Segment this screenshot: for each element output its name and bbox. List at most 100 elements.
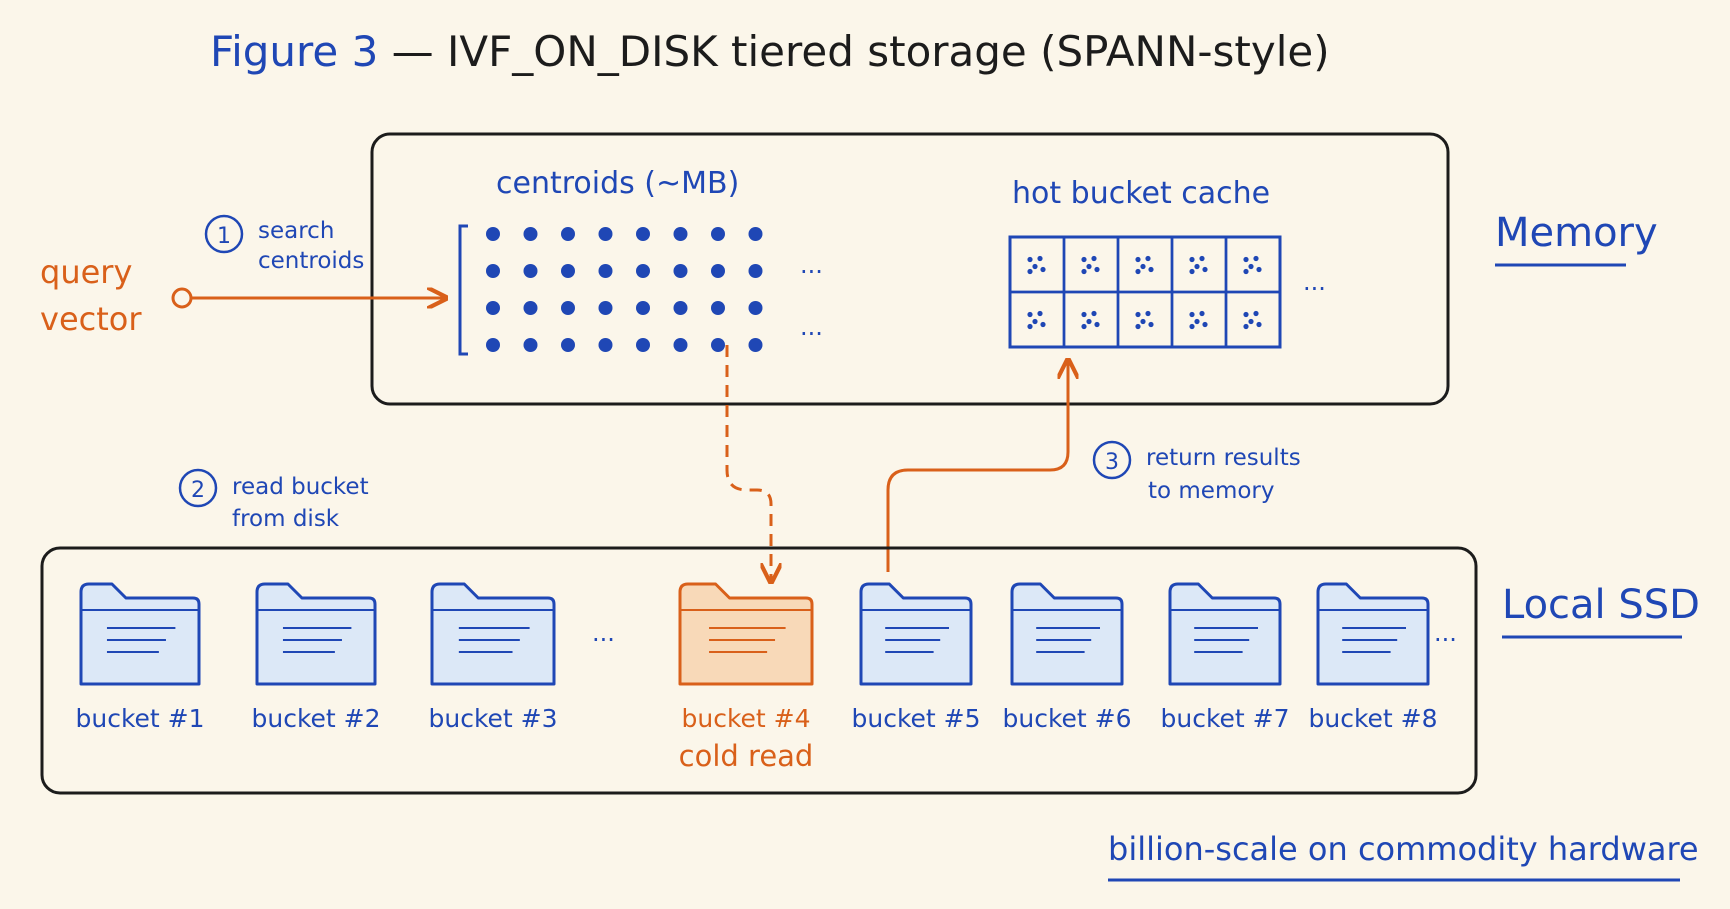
centroid-dot xyxy=(523,264,538,278)
title-text: IVF_ON_DISK tiered storage (SPANN-style) xyxy=(447,27,1330,76)
centroid-dot xyxy=(673,301,688,315)
cache-cell-point xyxy=(1081,268,1087,275)
cache-cell-point xyxy=(1148,321,1154,328)
centroid-dot xyxy=(486,338,500,352)
step-3-line2: to memory xyxy=(1148,478,1275,504)
ssd-label: Local SSD xyxy=(1502,582,1700,628)
cache-cell-point xyxy=(1040,321,1046,328)
centroid-dot xyxy=(636,227,650,241)
bucket-label: bucket #6 xyxy=(1002,704,1131,733)
cache-cell-point xyxy=(1135,323,1141,330)
cache-cell-point xyxy=(1140,263,1146,270)
centroid-dot xyxy=(636,301,650,315)
bucket-label: bucket #2 xyxy=(251,704,380,733)
cache-cell-point xyxy=(1256,321,1262,328)
step-2-line1: read bucket xyxy=(232,474,369,500)
step-1-line1: search xyxy=(258,218,334,244)
folder-icon xyxy=(1168,582,1282,686)
query-label-line1: query xyxy=(40,253,132,291)
centroids-ellipsis-top: ··· xyxy=(800,258,823,286)
cache-cell-point xyxy=(1037,255,1043,262)
buckets-ellipsis-end: ··· xyxy=(1434,626,1457,654)
centroid-dot xyxy=(598,301,613,315)
bucket-sublabel: cold read xyxy=(679,739,814,773)
cache-ellipsis: ··· xyxy=(1303,275,1326,303)
bucket-1: bucket #1 xyxy=(75,582,205,733)
cache-cell xyxy=(1008,290,1066,349)
cache-cell-point xyxy=(1243,256,1249,263)
centroid-grid xyxy=(486,227,763,352)
centroid-dot xyxy=(748,301,763,315)
centroid-dot xyxy=(486,227,500,241)
cache-cell-point xyxy=(1202,266,1208,273)
folder-icon xyxy=(859,582,973,686)
cache-cell-point xyxy=(1145,310,1151,317)
cache-cell-point xyxy=(1027,311,1033,318)
cache-cell-point xyxy=(1091,255,1097,262)
centroids-ellipsis-bottom: ··· xyxy=(800,320,823,348)
step-1-badge xyxy=(204,214,244,254)
title-dash: — xyxy=(378,27,447,76)
cache-cell-point xyxy=(1032,318,1038,325)
centroid-dot xyxy=(598,227,613,241)
step-2-number: 2 xyxy=(191,478,205,503)
cache-cell-point xyxy=(1027,323,1033,330)
centroid-dot xyxy=(711,227,725,241)
centroid-dot xyxy=(486,264,500,278)
cache-cell-point xyxy=(1086,318,1092,325)
bucket-2: bucket #2 xyxy=(251,582,381,733)
bucket-row: bucket #1 bucket #2 bucket #3 bucket #4 cold… xyxy=(75,582,1438,773)
query-origin-dot xyxy=(171,287,193,309)
folder-icon xyxy=(1010,582,1124,686)
cache-cell-point xyxy=(1189,268,1195,275)
step-1-line2: centroids xyxy=(258,248,364,274)
cache-cell xyxy=(1062,235,1120,294)
cache-cell-point xyxy=(1135,268,1141,275)
cache-cell-point xyxy=(1248,318,1254,325)
cache-cell-point xyxy=(1199,255,1205,262)
bucket-label: bucket #7 xyxy=(1160,704,1289,733)
centroid-dot xyxy=(523,301,538,315)
hot-bucket-cache-grid xyxy=(1008,235,1282,349)
folder-icon xyxy=(79,582,201,686)
folder-icon xyxy=(678,582,814,686)
cache-cell xyxy=(1224,290,1282,349)
cache-cell-point xyxy=(1145,255,1151,262)
step-3-number: 3 xyxy=(1105,450,1119,475)
query-label-line2: vector xyxy=(40,300,142,338)
bucket-7: bucket #7 xyxy=(1160,582,1290,733)
cache-cell-point xyxy=(1243,323,1249,330)
step-2-badge xyxy=(178,468,218,508)
cache-cell-point xyxy=(1189,256,1195,263)
bucket-label: bucket #4 xyxy=(681,704,810,733)
cache-cell-point xyxy=(1027,268,1033,275)
memory-box xyxy=(370,132,1450,406)
centroid-dot xyxy=(636,264,650,278)
cache-cell xyxy=(1008,235,1066,294)
centroid-dot xyxy=(598,264,613,278)
cache-cell-point xyxy=(1256,266,1262,273)
read-bucket-arrow xyxy=(725,345,771,580)
bucket-5: bucket #5 xyxy=(851,582,981,733)
cache-cell-point xyxy=(1037,310,1043,317)
centroid-dot xyxy=(636,338,650,352)
cache-cell xyxy=(1116,290,1174,349)
step-1-number: 1 xyxy=(217,224,231,249)
cache-cell-point xyxy=(1243,311,1249,318)
bucket-label: bucket #5 xyxy=(851,704,980,733)
cache-cell-point xyxy=(1094,266,1100,273)
centroid-dot xyxy=(486,301,500,315)
cache-label: hot bucket cache xyxy=(1012,176,1270,211)
figure-title: Figure 3 — IVF_ON_DISK tiered storage (S… xyxy=(210,27,1330,76)
cache-cell-point xyxy=(1194,318,1200,325)
bucket-4: bucket #4 cold read xyxy=(678,582,814,773)
step-3-badge xyxy=(1092,440,1132,480)
bucket-8: bucket #8 xyxy=(1308,582,1438,733)
cache-cell xyxy=(1062,290,1120,349)
figure-number: Figure 3 xyxy=(210,27,378,76)
centroid-dot xyxy=(561,264,575,278)
centroid-dot xyxy=(673,338,688,352)
centroid-dot xyxy=(523,338,538,352)
bucket-3: bucket #3 xyxy=(428,582,558,733)
step-3-line1: return results xyxy=(1146,445,1301,471)
